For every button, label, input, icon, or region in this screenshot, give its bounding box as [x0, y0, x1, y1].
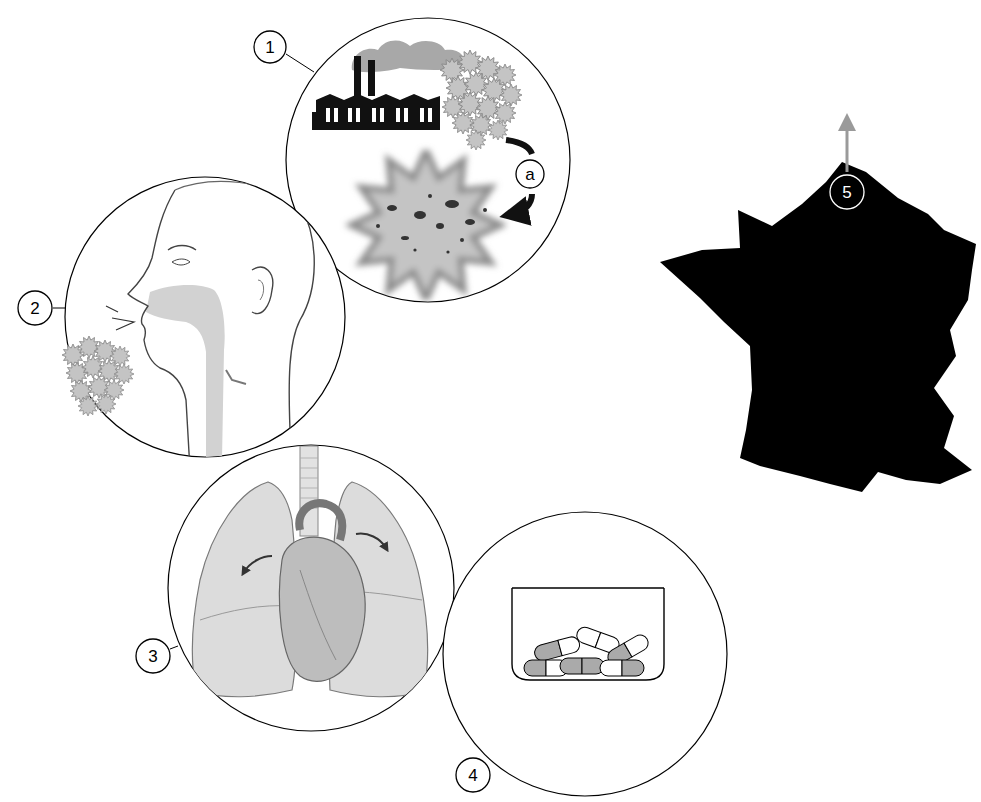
- head-illustration: [62, 177, 345, 470]
- france-map: [660, 162, 976, 492]
- lungs-illustration: [168, 445, 454, 731]
- medication-illustration: [443, 512, 727, 796]
- north-arrow: [846, 122, 849, 172]
- callout-label: 3: [148, 648, 157, 665]
- callout-number: 4: [455, 757, 491, 793]
- callout-number: 5: [829, 174, 865, 210]
- callout-number: 2: [17, 290, 53, 326]
- leader-line: [286, 54, 314, 72]
- callout-letter: a: [515, 159, 545, 189]
- callout-label: 4: [468, 767, 477, 784]
- callout-number: 3: [135, 638, 171, 674]
- callout-label: 5: [842, 184, 851, 201]
- leader-line: [53, 308, 65, 309]
- callout-number: 1: [253, 30, 287, 64]
- callout-label: a: [525, 166, 534, 183]
- leader-line: [170, 646, 178, 649]
- callout-label: 1: [265, 39, 274, 56]
- callout-label: 2: [30, 300, 39, 317]
